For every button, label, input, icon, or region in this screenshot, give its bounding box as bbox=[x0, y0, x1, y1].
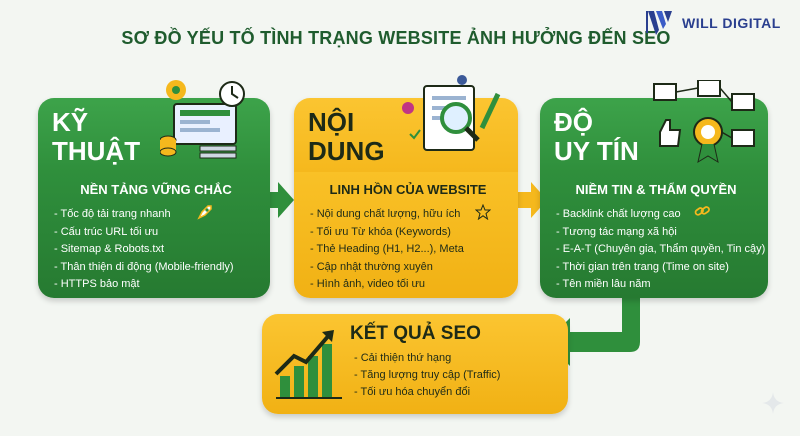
card-list: - Backlink chất lượng cao - Tương tác mạ… bbox=[556, 206, 765, 294]
list-item: - Sitemap & Robots.txt bbox=[54, 243, 165, 255]
will-digital-logo-icon bbox=[646, 11, 672, 35]
list-item: - HTTPS bảo mật bbox=[54, 278, 140, 290]
list-item: - Thẻ Heading (H1, H2...), Meta bbox=[310, 243, 464, 255]
list-item: - Backlink chất lượng cao bbox=[556, 208, 681, 220]
arrow-kythuat-to-noidung bbox=[260, 182, 294, 218]
result-title: KẾT QUẢ SEO bbox=[350, 323, 481, 344]
card-body: NIỀM TIN & THẨM QUYỀN - Backlink chất lư… bbox=[540, 172, 768, 298]
list-item: - Tốc độ tải trang nhanh bbox=[54, 208, 171, 220]
growth-chart-icon bbox=[274, 330, 342, 399]
list-item: - Tương tác mạng xã hội bbox=[556, 225, 677, 238]
brand-logo: WILL DIGITAL bbox=[644, 8, 781, 38]
card-subtitle: NỀN TẢNG VỮNG CHẮC bbox=[80, 182, 232, 197]
card-title-line2: THUẬT bbox=[52, 136, 141, 166]
card-title-line2: UY TÍN bbox=[554, 136, 639, 166]
network-trust-icon bbox=[653, 80, 755, 164]
card-do-uy-tin: ĐỘ UY TÍN NIỀM TIN & THẨM QUYỀN - Backli… bbox=[540, 98, 768, 298]
list-item: - Cấu trúc URL tối ưu bbox=[54, 225, 159, 238]
list-item: - Tối ưu Từ khóa (Keywords) bbox=[310, 225, 451, 238]
card-subtitle: NIỀM TIN & THẨM QUYỀN bbox=[575, 182, 737, 197]
list-item: - Thời gian trên trang (Time on site) bbox=[556, 260, 729, 273]
list-item: - Tối ưu hóa chuyển đổi bbox=[354, 386, 471, 398]
card-title-line1: KỸ bbox=[52, 107, 89, 137]
card-title-line1: NỘI bbox=[308, 107, 355, 137]
arrow-noidung-to-douytin bbox=[513, 182, 547, 218]
list-item: - Cập nhật thường xuyên bbox=[310, 260, 433, 273]
card-list: - Nội dung chất lượng, hữu ích - Tối ưu … bbox=[310, 206, 464, 294]
card-title: KỸ THUẬT bbox=[52, 108, 140, 166]
list-item: - Thân thiện di động (Mobile-friendly) bbox=[54, 260, 234, 273]
list-item: - Cải thiện thứ hạng bbox=[354, 352, 452, 364]
card-body: LINH HỒN CỦA WEBSITE - Nội dung chất lượ… bbox=[294, 172, 518, 298]
card-title-line1: ĐỘ bbox=[554, 107, 593, 137]
list-item: - Hình ảnh, video tối ưu bbox=[310, 278, 425, 290]
arrow-douytin-to-result bbox=[546, 290, 640, 366]
card-title-line2: DUNG bbox=[308, 136, 385, 166]
card-header: ĐỘ UY TÍN bbox=[540, 98, 768, 172]
logo-text: WILL DIGITAL bbox=[682, 15, 781, 31]
card-list: - Tốc độ tải trang nhanh - Cấu trúc URL … bbox=[54, 206, 234, 294]
star-icon bbox=[475, 204, 491, 220]
list-item: - Nội dung chất lượng, hữu ích bbox=[310, 208, 461, 220]
card-body: NỀN TẢNG VỮNG CHẮC - Tốc độ tải trang nh… bbox=[38, 172, 270, 298]
card-title: ĐỘ UY TÍN bbox=[554, 108, 639, 166]
result-list: - Cải thiện thứ hạng - Tăng lượng truy c… bbox=[354, 350, 500, 401]
card-ket-qua-seo: KẾT QUẢ SEO - Cải thiện thứ hạng - Tăng … bbox=[262, 314, 568, 414]
page-title: SƠ ĐỒ YẾU TỐ TÌNH TRẠNG WEBSITE ẢNH HƯỞN… bbox=[121, 28, 671, 48]
link-icon bbox=[694, 206, 710, 216]
server-gear-icon bbox=[160, 80, 245, 159]
rocket-icon bbox=[197, 205, 212, 220]
list-item: - Tên miền lâu năm bbox=[556, 278, 651, 290]
list-item: - Tăng lượng truy cập (Traffic) bbox=[354, 369, 501, 381]
list-item: - E-A-T (Chuyên gia, Thẩm quyền, Tin cậy… bbox=[556, 243, 766, 255]
card-subtitle: LINH HỒN CỦA WEBSITE bbox=[329, 182, 487, 197]
document-magnifier-icon bbox=[402, 75, 501, 151]
card-title: NỘI DUNG bbox=[308, 108, 385, 166]
sparkle-icon bbox=[762, 392, 784, 414]
